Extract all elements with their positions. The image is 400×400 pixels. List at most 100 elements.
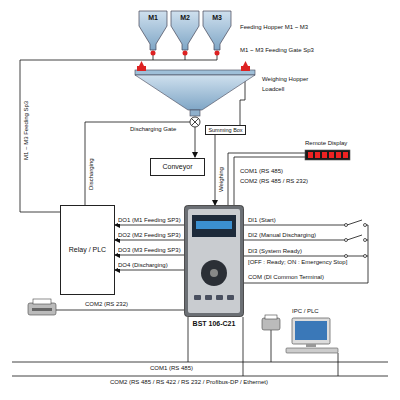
remote-display xyxy=(305,150,350,160)
di-wire xyxy=(244,225,345,226)
display-digit xyxy=(322,152,327,158)
com2-drop xyxy=(243,317,244,376)
switch-contact xyxy=(364,224,367,227)
loadcell xyxy=(241,66,250,71)
hopper-body xyxy=(139,11,167,50)
gate-tap xyxy=(217,55,218,60)
com2-printer-wire xyxy=(56,310,184,311)
di-common-bus xyxy=(368,225,369,283)
lcd-screen xyxy=(192,215,236,237)
annotation-label: DI3 (System Ready) xyxy=(248,248,302,255)
key-button xyxy=(227,295,234,300)
signal-label: DO3 (M3 Feeding SP3) xyxy=(118,247,181,254)
feeding-gate xyxy=(151,51,156,56)
key-button xyxy=(205,295,212,300)
front-panel xyxy=(188,209,240,313)
printer xyxy=(28,303,56,315)
annotation-label: COM2 (RS 485 / RS 422 / RS 232 / Profibu… xyxy=(110,379,268,386)
node-text: Conveyor xyxy=(163,163,193,171)
node-text: M1 xyxy=(138,13,168,22)
weighing-controller: BST 106-C21 xyxy=(184,205,244,317)
annotation-label: COM2 (RS 232) xyxy=(85,301,128,308)
housing xyxy=(185,206,244,317)
annotation-label: DI1 (Start) xyxy=(248,217,276,224)
switch-contact xyxy=(364,239,367,242)
signal-label: DO2 (M2 Feeding SP3) xyxy=(118,232,181,239)
lcd-readout xyxy=(196,221,232,229)
ipc-printer-drop xyxy=(271,330,272,362)
gate-tap xyxy=(153,55,154,60)
annotation-label: COM1 (RS 485) xyxy=(240,168,283,175)
node-text: Summing Box xyxy=(208,127,242,134)
node-text: Relay / PLC xyxy=(69,246,106,254)
hopper-body xyxy=(171,11,199,50)
process-box: Relay / PLC xyxy=(60,205,115,295)
device-label: BST 106-C21 xyxy=(193,320,236,328)
annotation-label: Remote Display xyxy=(305,140,347,147)
signal-label: DO4 (Discharging) xyxy=(118,262,168,269)
weighing-hopper xyxy=(135,75,255,110)
switch-lever xyxy=(347,235,362,240)
node-text: M3 xyxy=(202,13,232,22)
printer-slot xyxy=(32,308,52,311)
feeding-gate xyxy=(183,51,188,56)
annotation-label: Loadcell xyxy=(262,86,284,93)
annotation-label: COM2 (RS 485 / RS 232) xyxy=(240,178,308,185)
com2-bus xyxy=(12,376,388,377)
switch-contact xyxy=(364,255,367,258)
switch-contact xyxy=(345,224,348,227)
switch-contact xyxy=(345,239,348,242)
keypad xyxy=(201,260,227,286)
feeding-hopper: M1 xyxy=(138,10,168,52)
discharging-gate xyxy=(190,117,200,127)
switch-contact xyxy=(345,255,348,258)
monitor-screen xyxy=(295,321,327,340)
printer xyxy=(262,318,280,330)
feeding-hopper: M2 xyxy=(170,10,200,52)
signal-connector xyxy=(215,135,216,205)
signal-connector xyxy=(115,255,184,256)
loadcell-mount xyxy=(139,61,144,66)
monitor xyxy=(292,318,330,344)
display-digit xyxy=(343,152,348,158)
hopper-body xyxy=(203,11,231,50)
annotation-label: M1 ~ M3 Feeding Sp3 xyxy=(23,101,30,160)
gate-cross xyxy=(192,119,199,126)
annotation-label: Feeding Hopper M1 ~ M3 xyxy=(240,24,308,31)
annotation-label: M1 ~ M3 Feeding Gate Sp3 xyxy=(240,47,314,54)
signal-label: Weighing xyxy=(218,167,225,192)
controller-housing xyxy=(184,205,244,317)
annotation-label: Weighing Hopper xyxy=(262,76,308,83)
switch-lever xyxy=(347,220,362,225)
signal-label: DO1 (M1 Feeding SP3) xyxy=(118,217,181,224)
display-digit xyxy=(329,152,334,158)
switch-lever xyxy=(347,256,364,257)
annotation-label: Discharging Gate xyxy=(130,126,176,133)
com1-bus xyxy=(12,362,388,363)
signal-connector xyxy=(115,270,184,271)
di-wire xyxy=(244,256,345,257)
key-button xyxy=(216,295,223,300)
printer-paper xyxy=(33,299,51,304)
printer-paper xyxy=(265,315,277,319)
process-box: Conveyor xyxy=(150,158,205,176)
annotation-label: COM (DI Common Terminal) xyxy=(248,274,324,281)
feeding-hopper: M3 xyxy=(202,10,232,52)
conveyor-arrow xyxy=(195,127,196,157)
di-common-wire xyxy=(244,283,368,284)
feeding-gate xyxy=(215,51,220,56)
hopper-rim xyxy=(135,70,255,75)
gate-tap xyxy=(185,55,186,60)
hopper-spout xyxy=(190,110,200,116)
loadcell xyxy=(137,66,146,71)
keyboard xyxy=(286,348,338,353)
annotation-label: Discharging xyxy=(88,158,95,190)
loadcell-mount xyxy=(243,61,248,66)
display-digit xyxy=(315,152,320,158)
annotation-label: IPC / PLC xyxy=(292,308,319,315)
annotation-label: COM1 (RS 485) xyxy=(150,365,193,372)
com1-drop xyxy=(188,317,189,362)
